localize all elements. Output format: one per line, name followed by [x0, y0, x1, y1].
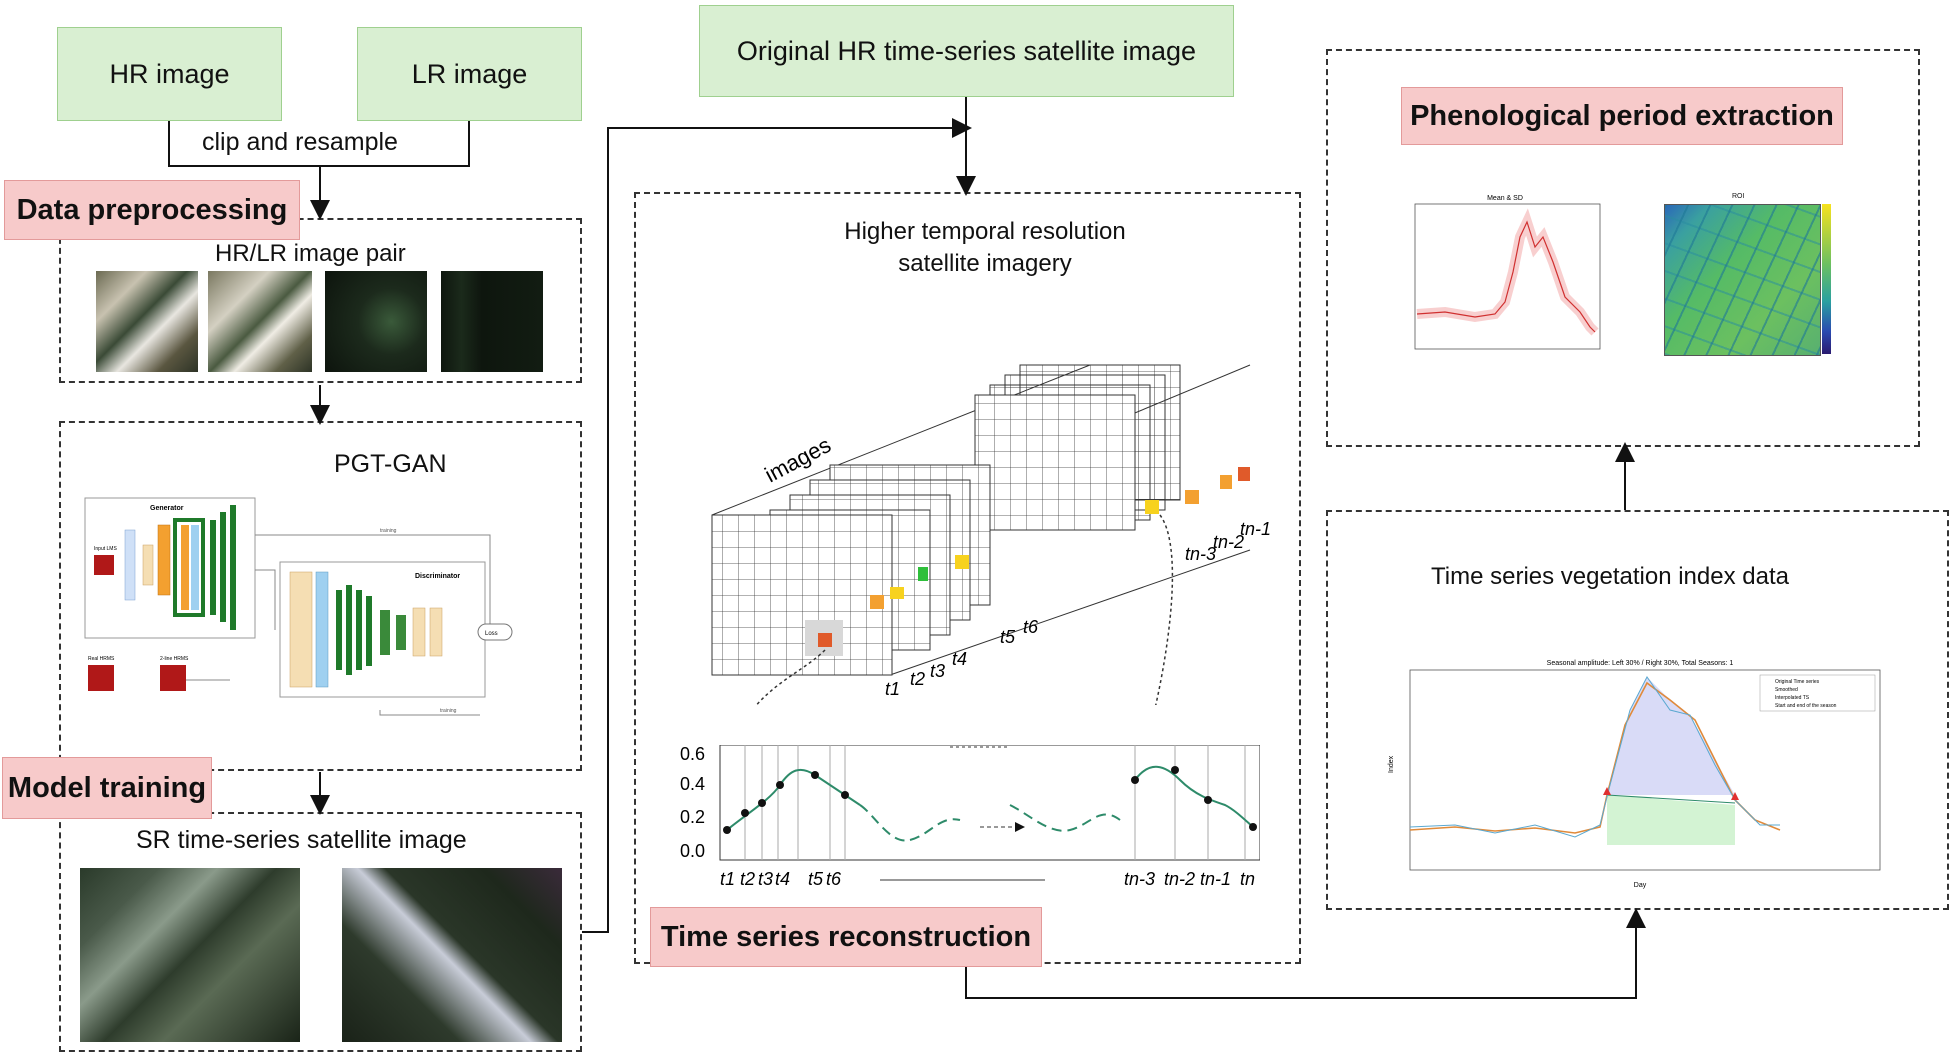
- vi-chart: Seasonal amplitude: Left 30% / Right 30%…: [1388, 660, 1881, 889]
- mean-sd-title: Mean & SD: [1487, 195, 1523, 202]
- cube-time-1: t1: [885, 679, 900, 699]
- loss-label: Loss: [485, 631, 498, 637]
- original-hr-label: Original HR time-series satellite image: [736, 35, 1197, 66]
- phenology-text: Phenological period extraction: [1410, 99, 1834, 132]
- chart-time-6: t6: [826, 869, 842, 889]
- hr-image-label: HR image: [109, 58, 230, 89]
- vi-legend-1: Original Time series: [1775, 679, 1820, 685]
- hr-image-box: HR image: [57, 27, 282, 121]
- chart-time-2: t2: [740, 869, 755, 889]
- pair-title: HR/LR image pair: [215, 240, 406, 267]
- cube-time-5: t5: [1000, 627, 1016, 647]
- lr-image-box: LR image: [357, 27, 582, 121]
- vi-xlabel: Day: [1634, 882, 1647, 889]
- data-preprocessing-label: Data preprocessing: [4, 180, 300, 240]
- training-label-1: training: [380, 528, 397, 534]
- pgtgan-diagram: Generator Discriminator training trainin…: [84, 497, 513, 716]
- input-lms-label: Input LMS: [94, 546, 117, 552]
- chart-time-n3: tn-3: [1124, 869, 1155, 889]
- clip-resample-label: clip and resample: [202, 128, 398, 156]
- lr-thumb-2: [441, 271, 543, 372]
- roi-title: ROI: [1732, 193, 1745, 200]
- roi-heatmap: [1664, 204, 1821, 356]
- pgtgan-title: PGT-GAN: [334, 450, 447, 478]
- y-tick-04: 0.4: [680, 774, 705, 794]
- chart-time-5: t5: [808, 869, 824, 889]
- vi-legend-2: Smoothed: [1775, 687, 1798, 693]
- reconstruction-text: Time series reconstruction: [660, 920, 1032, 953]
- mean-sd-chart: Mean & SD: [1414, 195, 1601, 350]
- hr-thumb-2: [208, 271, 312, 372]
- chart-time-n1: tn-1: [1200, 869, 1231, 889]
- cube-time-6: t6: [1023, 617, 1039, 637]
- training-label-2: training: [440, 708, 457, 714]
- cube-time-n2: tn-2: [1213, 532, 1244, 552]
- center-heading-1: Higher temporal resolution: [844, 218, 1126, 245]
- model-training-text: Model training: [7, 771, 207, 804]
- cube-time-3: t3: [930, 661, 945, 681]
- vi-title: Time series vegetation index data: [1431, 563, 1789, 590]
- model-training-label: Model training: [2, 757, 212, 819]
- vi-legend-4: Start and end of the season: [1775, 703, 1837, 709]
- images-label: images: [761, 432, 835, 487]
- cube-time-n1: tn-1: [1240, 519, 1271, 539]
- chart-time-n2: tn-2: [1164, 869, 1195, 889]
- real-hrms-label: Real HRMS: [88, 656, 115, 662]
- reconstruction-chart: 0.6 0.4 0.2 0.0 t1 t2 t3 t4 t5 t6 tn-3 t…: [680, 745, 1260, 889]
- cube-time-4: t4: [952, 649, 967, 669]
- y-tick-02: 0.2: [680, 807, 705, 827]
- roi-colorbar: [1822, 204, 1831, 354]
- phenology-label: Phenological period extraction: [1401, 87, 1843, 145]
- chart-time-4: t4: [775, 869, 790, 889]
- image-cube-stack: images t1 t2 t3 t4 t5 t6 tn-3 tn-2 tn-1: [711, 364, 1271, 705]
- sr-image-1: [80, 868, 300, 1042]
- cube-time-n3: tn-3: [1185, 544, 1216, 564]
- lr-thumb-1: [325, 271, 427, 372]
- chart-time-n: tn: [1240, 869, 1255, 889]
- vi-chart-title: Seasonal amplitude: Left 30% / Right 30%…: [1547, 660, 1734, 667]
- data-preprocessing-text: Data preprocessing: [16, 193, 288, 226]
- y-tick-06: 0.6: [680, 745, 705, 764]
- center-heading-2: satellite imagery: [898, 250, 1072, 277]
- discriminator-label: Discriminator: [415, 573, 460, 580]
- lr-image-label: LR image: [411, 58, 528, 89]
- vi-legend-3: Interpolated TS: [1775, 695, 1810, 701]
- chart-time-3: t3: [758, 869, 773, 889]
- sr-title: SR time-series satellite image: [136, 826, 467, 854]
- original-hr-box: Original HR time-series satellite image: [699, 5, 1234, 97]
- chart-time-1: t1: [720, 869, 735, 889]
- l-hrms-label: 2-line HRMS: [160, 656, 189, 662]
- generator-label: Generator: [150, 505, 184, 512]
- y-tick-00: 0.0: [680, 841, 705, 861]
- hr-thumb-1: [96, 271, 198, 372]
- reconstruction-label: Time series reconstruction: [650, 907, 1042, 967]
- cube-time-2: t2: [910, 669, 925, 689]
- sr-image-2: [342, 868, 562, 1042]
- vi-ylabel: Index: [1388, 755, 1395, 773]
